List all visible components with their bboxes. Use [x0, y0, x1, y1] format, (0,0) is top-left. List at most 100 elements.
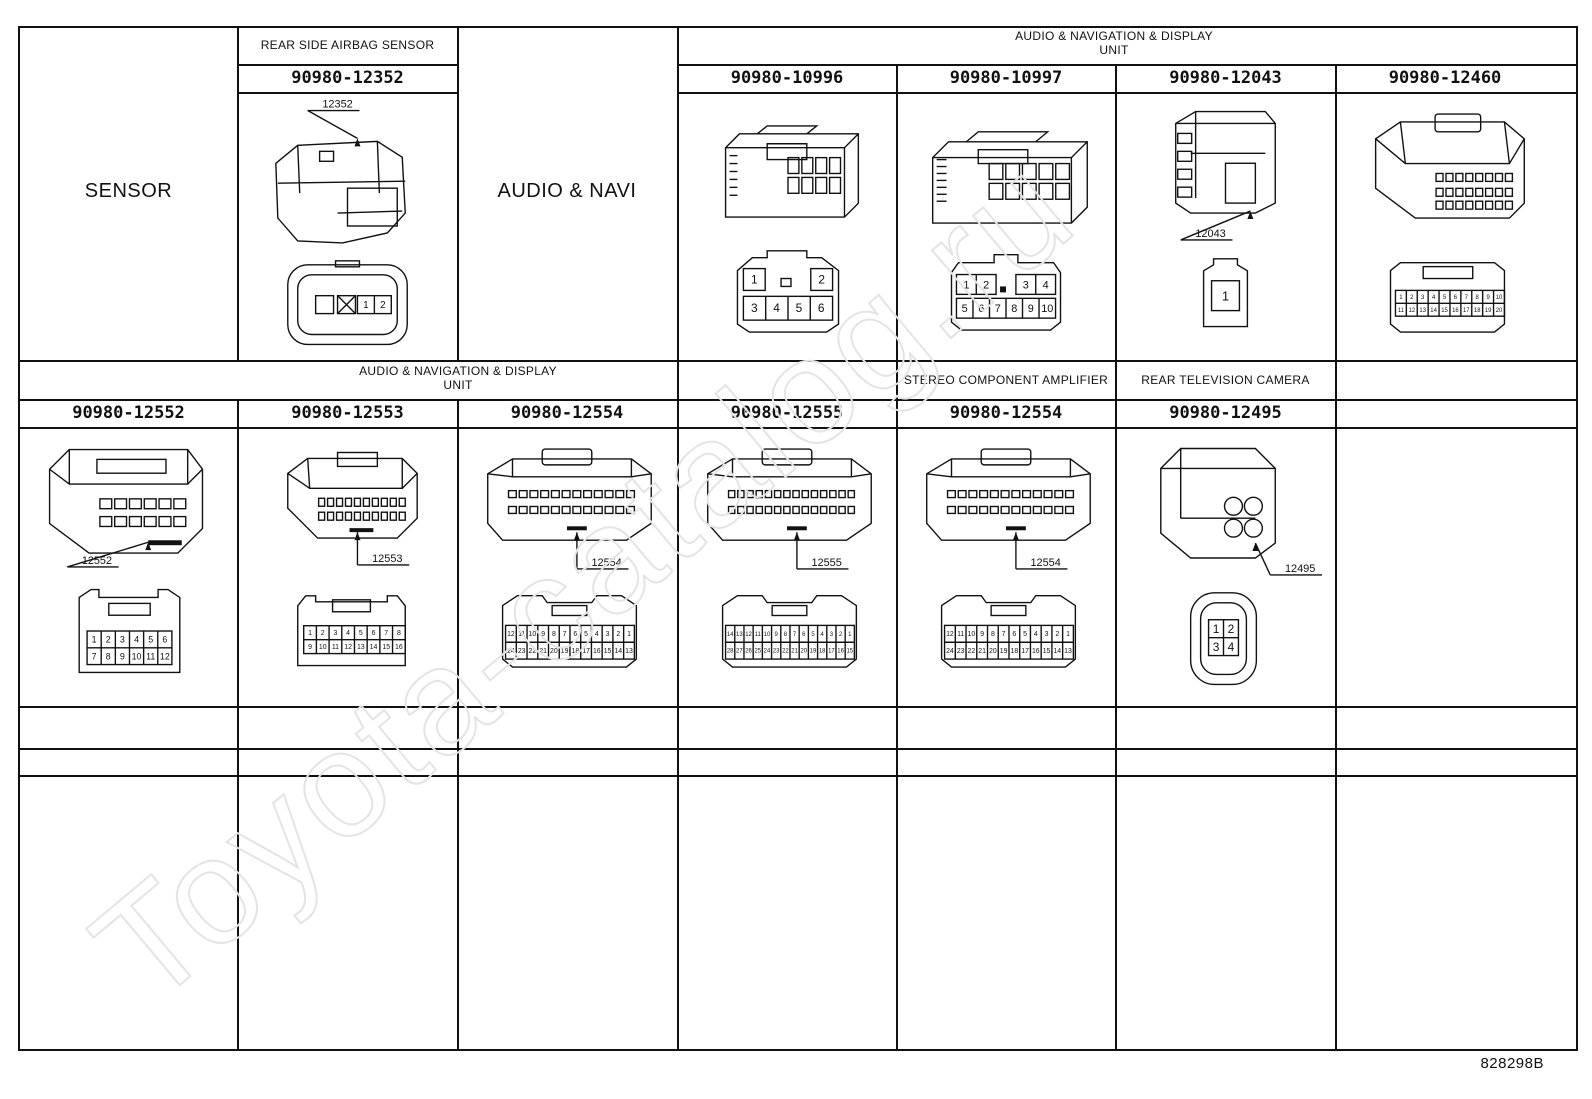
- connector-housing: [487, 458, 652, 541]
- av-display-title-row2: AUDIO & NAVIGATION & DISPLAY UNIT: [20, 364, 896, 392]
- connector-nose: [1224, 162, 1257, 204]
- pin-number: 4: [821, 632, 825, 638]
- terminal-slot: [173, 515, 187, 528]
- pin-number: 2: [983, 279, 989, 291]
- pin-number: 16: [1452, 308, 1459, 314]
- connector-face: [1389, 261, 1506, 333]
- callout-label: 12495: [1285, 563, 1315, 575]
- terminal-slot: [389, 511, 397, 521]
- terminal-slot: [615, 489, 625, 499]
- connector-housing: [931, 141, 1088, 224]
- pin-number: 15: [1441, 308, 1448, 314]
- pin-number: 1: [848, 632, 852, 638]
- terminal-slot: [1445, 187, 1454, 197]
- pin-number: 7: [793, 632, 796, 638]
- grid-hline: [18, 775, 1578, 777]
- rear-side-airbag-title: REAR SIDE AIRBAG SENSOR: [260, 38, 435, 52]
- pin-number: 13: [1064, 648, 1072, 655]
- pin-number: 6: [372, 630, 376, 637]
- connector-housing: [275, 140, 406, 244]
- pin-number: 8: [1011, 303, 1017, 315]
- terminal-slot: [787, 156, 800, 175]
- face-key: [108, 602, 151, 616]
- terminal-slot: [582, 505, 593, 515]
- connector-housing: [707, 458, 872, 541]
- terminal-slot: [572, 489, 582, 499]
- terminal-slot: [1504, 200, 1514, 210]
- rib: [1177, 168, 1193, 180]
- grid-hline: [237, 92, 457, 94]
- pin-number: 9: [308, 644, 312, 651]
- pin-number: 9: [775, 632, 779, 638]
- label-mark: [567, 526, 587, 531]
- pin-number: 7: [384, 630, 388, 637]
- terminal-slot: [1455, 187, 1464, 197]
- pin-number: 9: [120, 651, 125, 661]
- terminal-slot: [507, 489, 517, 499]
- terminal-slot: [847, 505, 856, 515]
- terminal-slot: [1021, 489, 1032, 499]
- face-key: [780, 277, 792, 288]
- terminal-slot: [968, 489, 978, 499]
- terminal-slot: [1465, 187, 1474, 197]
- terminal-slot: [604, 489, 614, 499]
- part-number-12553: 90980-12553: [291, 403, 404, 423]
- terminal-slot: [989, 489, 999, 499]
- pin-number: 3: [1045, 631, 1049, 638]
- pin-number: 5: [796, 301, 803, 315]
- pin-number: 9: [1486, 295, 1490, 301]
- terminal-slot: [946, 505, 956, 515]
- blank-cavity: [336, 294, 357, 315]
- terminal-slot: [1055, 182, 1071, 200]
- label-mark: [1006, 526, 1026, 531]
- face-key: [990, 604, 1027, 617]
- terminal-slot: [801, 505, 810, 515]
- terminal-slot: [550, 489, 560, 499]
- pin-number: 14: [1430, 308, 1437, 314]
- part-number-12554-b: 90980-12554: [949, 403, 1063, 423]
- pin-grid-frame: [1015, 273, 1057, 296]
- terminal-slot: [957, 505, 967, 515]
- pin-number: 11: [755, 632, 762, 638]
- terminal-slot: [815, 156, 828, 175]
- terminal-slot: [317, 497, 326, 507]
- terminal-slot: [792, 505, 800, 515]
- connector-housing: [287, 457, 418, 539]
- grid-hline: [677, 92, 1578, 94]
- connector-housing: [724, 133, 860, 218]
- terminal-slot: [1445, 200, 1454, 210]
- terminal-slot: [344, 497, 353, 507]
- terminal-slot: [335, 497, 344, 507]
- pin-number: 10: [319, 644, 327, 651]
- pin-number: 22: [529, 648, 537, 655]
- pin-number: 2: [1055, 631, 1059, 638]
- pin-number: 3: [751, 301, 758, 315]
- terminal-slot: [755, 489, 764, 499]
- connector-housing-top: [287, 458, 418, 490]
- grid-vline: [237, 399, 239, 1051]
- callout-arrowhead: [1252, 543, 1259, 552]
- connector-housing-top: [49, 449, 203, 485]
- terminal-slot: [968, 505, 978, 515]
- grid-vline: [896, 360, 898, 399]
- pin-number: 7: [92, 651, 97, 661]
- grid-vline: [677, 26, 679, 1051]
- pin-number: 3: [1023, 279, 1029, 291]
- terminal-slot: [326, 511, 335, 521]
- pin-number: 12: [946, 631, 954, 638]
- lock-latch: [336, 451, 379, 468]
- pin-number: 14: [727, 632, 734, 638]
- terminal-slot: [1484, 200, 1494, 210]
- part-number-12554-a: 90980-12554: [510, 403, 624, 423]
- callout-leader: [1180, 210, 1251, 241]
- lock-window: [318, 150, 335, 162]
- grid-hline: [18, 399, 1578, 401]
- rib: [1177, 132, 1193, 145]
- terminal-slot: [801, 156, 814, 175]
- pin-number: 11: [332, 644, 339, 651]
